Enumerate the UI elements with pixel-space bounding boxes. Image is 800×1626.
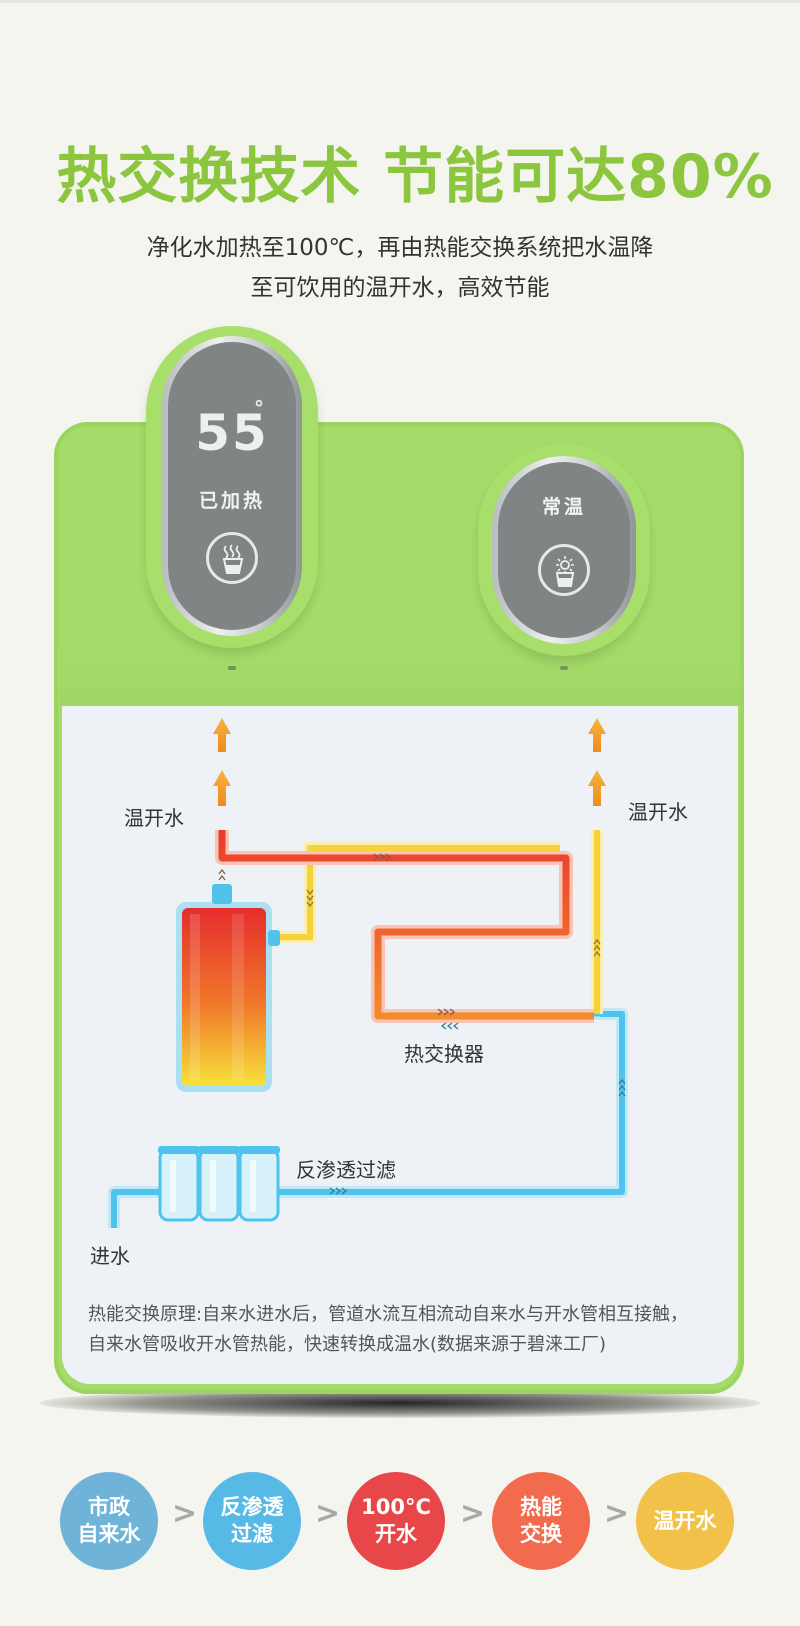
flow-chevrons: [218, 853, 626, 1195]
room-water-button[interactable]: [538, 544, 590, 596]
warm-water-arrows-left: [213, 718, 231, 806]
temperature-readout: 55: [195, 404, 269, 462]
note-line-2: 自来水管吸收开水管热能，快速转换成温水(数据来源于碧涞工厂): [88, 1334, 607, 1355]
label-ro-filter: 反渗透过滤: [296, 1158, 396, 1182]
subtitle-line-1: 净化水加热至100℃，再由热能交换系统把水温降: [146, 235, 654, 261]
top-divider: [0, 0, 800, 3]
boiler-tank: [176, 884, 280, 1092]
step-tap-water: 市政 自来水: [60, 1472, 158, 1570]
page-title: 热交换技术 节能可达80%: [56, 142, 774, 212]
hot-outlet: [228, 666, 236, 670]
step-separator: >: [604, 1496, 630, 1531]
step-exchange-line2: 交换: [520, 1522, 562, 1546]
hot-water-button[interactable]: [206, 532, 258, 584]
sun-cup-icon: [555, 556, 575, 587]
heat-exchanger-loop: [215, 830, 594, 1023]
page-subtitle: 净化水加热至100℃，再由热能交换系统把水温降 至可饮用的温开水，高效节能: [0, 228, 800, 308]
step-warm-water: 温开水: [636, 1472, 734, 1570]
step-separator: >: [172, 1496, 198, 1531]
step-exchange-line1: 热能: [520, 1495, 562, 1519]
step-heat-exchange: 热能 交换: [492, 1472, 590, 1570]
dispenser-band: [60, 640, 740, 706]
degree-mark: °: [254, 396, 264, 420]
principle-note: 热能交换原理:自来水进水后，管道水流互相流动自来水与开水管相互接触， 自来水管吸…: [88, 1300, 728, 1360]
step-ro-filter: 反渗透 过滤: [203, 1472, 301, 1570]
warm-water-arrows-right: [588, 718, 606, 806]
room-panel-display: 常温: [498, 462, 630, 638]
heat-exchange-diagram: [108, 718, 628, 1228]
step-warm-line1: 温开水: [653, 1508, 717, 1533]
room-outlet: [560, 666, 568, 670]
subtitle-line-2: 至可饮用的温开水，高效节能: [250, 275, 550, 301]
step-separator: >: [315, 1496, 341, 1531]
hot-panel-display: 55 ° 已加热: [168, 342, 296, 630]
heated-status: 已加热: [198, 490, 265, 512]
step-boiling-line1: 100°C: [361, 1495, 431, 1519]
label-warm-water-right: 温开水: [628, 800, 688, 824]
step-ro-filter-line2: 过滤: [231, 1522, 273, 1546]
step-tap-water-line1: 市政: [88, 1495, 130, 1519]
step-tap-water-line2: 自来水: [77, 1522, 141, 1546]
step-ro-filter-line1: 反渗透: [220, 1495, 284, 1519]
label-warm-water-left: 温开水: [124, 806, 184, 830]
step-separator: >: [460, 1496, 486, 1531]
step-boiling-water: 100°C 开水: [347, 1472, 445, 1570]
room-temp-status: 常温: [541, 496, 586, 518]
ro-filter-cartridges: [158, 1146, 280, 1222]
label-heat-exchanger: 热交换器: [404, 1042, 484, 1066]
note-line-1: 热能交换原理:自来水进水后，管道水流互相流动自来水与开水管相互接触，: [88, 1304, 689, 1325]
label-inlet: 进水: [90, 1244, 130, 1268]
warm-water-pipe: [272, 830, 603, 1014]
hot-cup-icon: [222, 544, 244, 574]
step-boiling-line2: 开水: [375, 1522, 417, 1546]
